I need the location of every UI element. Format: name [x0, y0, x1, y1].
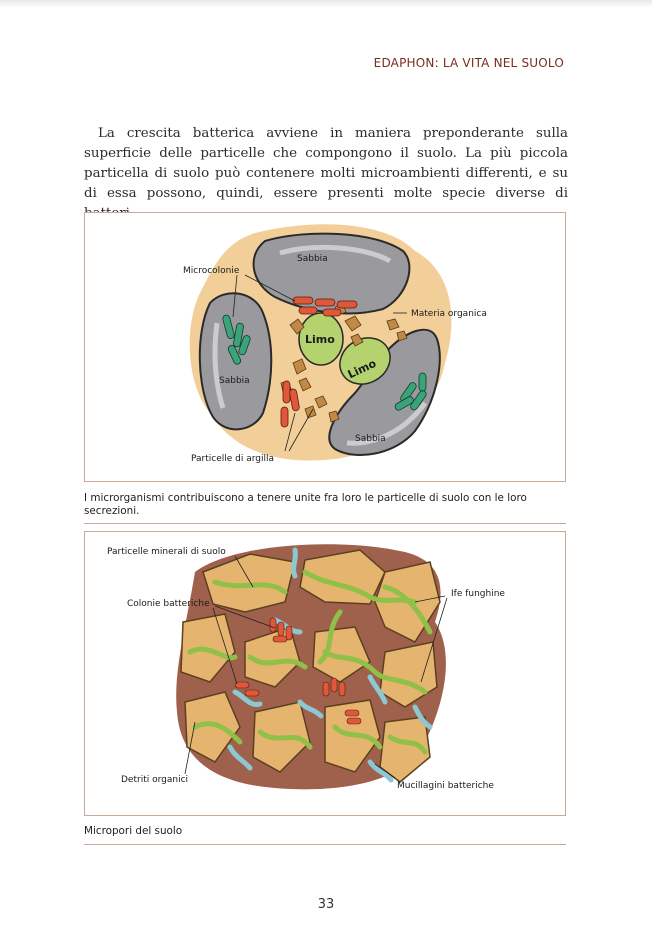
- running-head: EDAPHON: LA VITA NEL SUOLO: [373, 56, 564, 70]
- soil-micropores-illustration: Particelle minerali di suolo Colonie bat…: [107, 544, 505, 791]
- label-sabbia-left: Sabbia: [219, 376, 250, 386]
- bacteria-green-colony: [222, 314, 427, 411]
- label-materia-organica: Materia organica: [411, 309, 487, 319]
- figure-soil-micropores: Particelle minerali di suolo Colonie bat…: [84, 531, 566, 816]
- mineral-particles: [180, 549, 441, 783]
- fungal-hyphae: [187, 569, 433, 755]
- label-particelle-argilla: Particelle di argilla: [191, 454, 274, 464]
- label-mucillagini: Mucillagini batteriche: [397, 781, 494, 791]
- label-detriti-organici: Detriti organici: [121, 775, 188, 785]
- label-limo-1: Limo: [305, 333, 335, 346]
- label-sabbia-top: Sabbia: [297, 254, 328, 264]
- label-colonie-batteriche: Colonie batteriche: [127, 599, 210, 609]
- figure2-leader-lines: [184, 555, 448, 779]
- bacteria-red-colony: [280, 296, 358, 428]
- label-ife-funghine: Ife funghine: [451, 589, 505, 599]
- label-particelle-minerali: Particelle minerali di suolo: [107, 547, 226, 557]
- page-number: 33: [317, 897, 335, 912]
- figure2-caption: Micropori del suolo: [84, 825, 183, 837]
- bacterial-mucilage: [227, 547, 433, 783]
- label-microcolonie: Microcolonie: [183, 266, 240, 276]
- figure-soil-aggregate: Sabbia Microcolonie Materia organica Lim…: [84, 212, 566, 482]
- label-sabbia-right: Sabbia: [355, 434, 386, 444]
- page-edge: [0, 0, 652, 8]
- soil-aggregate-illustration: Sabbia Microcolonie Materia organica Lim…: [183, 224, 487, 464]
- body-paragraph: La crescita batterica avviene in maniera…: [84, 126, 568, 221]
- caption-rule: [84, 844, 566, 845]
- silt-grain-1: [298, 312, 344, 366]
- sand-grain-right: [328, 328, 441, 456]
- bacterial-colonies: [234, 617, 362, 725]
- figure1-leader-lines: [232, 274, 407, 452]
- figure1-caption: I microrganismi contribuiscono a tenere …: [84, 492, 527, 517]
- caption-rule: [84, 523, 566, 524]
